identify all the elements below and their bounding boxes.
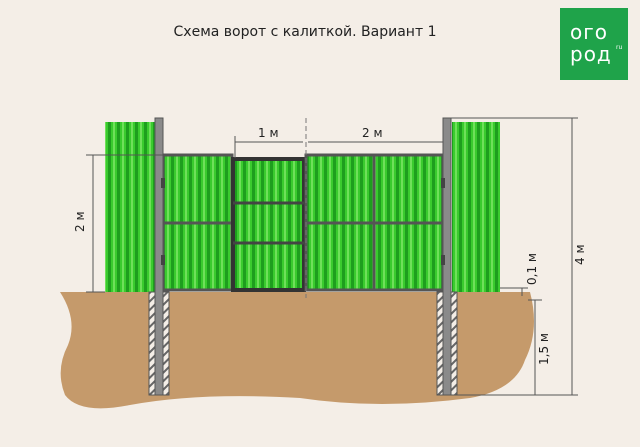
hinge	[441, 255, 445, 265]
left-fence-panel	[105, 122, 155, 292]
ground	[60, 292, 534, 409]
dim-wicket-width: 1 м	[258, 126, 279, 140]
left-gate-leaf	[161, 153, 234, 292]
dim-gate-leaf-width: 2 м	[362, 126, 383, 140]
right-gate-leaf	[304, 153, 445, 292]
logo-line1: ого	[570, 20, 608, 44]
dim-post-height: 4 м	[573, 244, 587, 265]
dim-ground-gap: 0,1 м	[525, 253, 539, 285]
logo-suffix: ru	[616, 44, 623, 51]
right-fence-panel	[452, 122, 500, 292]
dim-post-depth: 1,5 м	[537, 333, 551, 365]
hinge	[161, 255, 165, 265]
dim-gate-height: 2 м	[73, 211, 87, 232]
logo-line2: род	[570, 42, 612, 66]
hinge	[161, 178, 165, 188]
diagram-title: Схема ворот с калиткой. Вариант 1	[173, 24, 437, 40]
ogorod-logo: ого род ru	[560, 8, 628, 80]
hinge	[441, 178, 445, 188]
wicket	[231, 157, 306, 292]
